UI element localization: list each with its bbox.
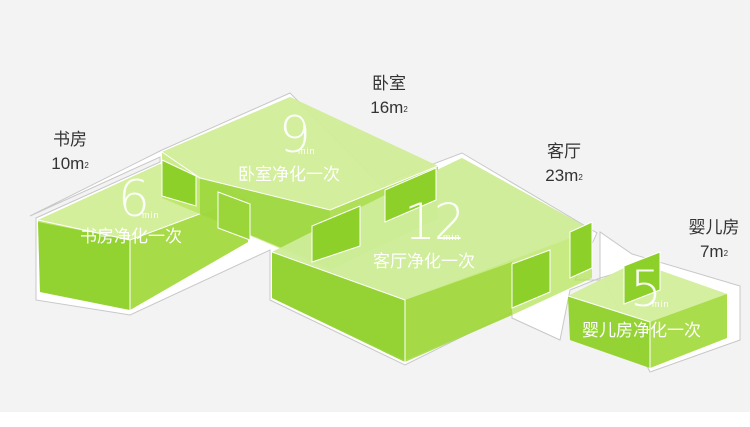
room-name-nursery: 婴儿房	[688, 218, 740, 237]
purify-text-study: 书房净化一次	[80, 227, 182, 246]
minutes-unit-nursery: min	[652, 299, 670, 309]
minutes-bedroom: 9	[279, 106, 311, 164]
minutes-unit-bedroom: min	[298, 146, 316, 156]
room-label-living: 客厅 23m2	[534, 140, 594, 188]
interior-walls	[161, 159, 661, 309]
minutes-unit-study: min	[142, 210, 160, 220]
minutes-living: 12	[404, 193, 466, 251]
purify-text-bedroom: 卧室净化一次	[238, 165, 340, 184]
room-area-nursery: 7m2	[699, 242, 729, 261]
room-name-living: 客厅	[547, 142, 581, 161]
purify-text-living: 客厅净化一次	[373, 252, 475, 271]
room-label-study: 书房 10m2	[42, 128, 98, 176]
room-label-nursery: 婴儿房 7m2	[682, 216, 746, 264]
purify-text-nursery: 婴儿房净化一次	[582, 321, 701, 340]
minutes-nursery: 5	[630, 260, 662, 318]
room-area-living: 23m2	[545, 166, 583, 185]
living-room-box	[271, 158, 592, 362]
room-label-bedroom: 卧室 16m2	[361, 72, 417, 120]
minutes-unit-living: min	[443, 232, 461, 242]
room-name-study: 书房	[53, 130, 87, 149]
minutes-study: 6	[118, 170, 150, 228]
room-area-bedroom: 16m2	[370, 98, 408, 117]
room-name-bedroom: 卧室	[372, 74, 406, 93]
room-area-study: 10m2	[51, 154, 89, 173]
